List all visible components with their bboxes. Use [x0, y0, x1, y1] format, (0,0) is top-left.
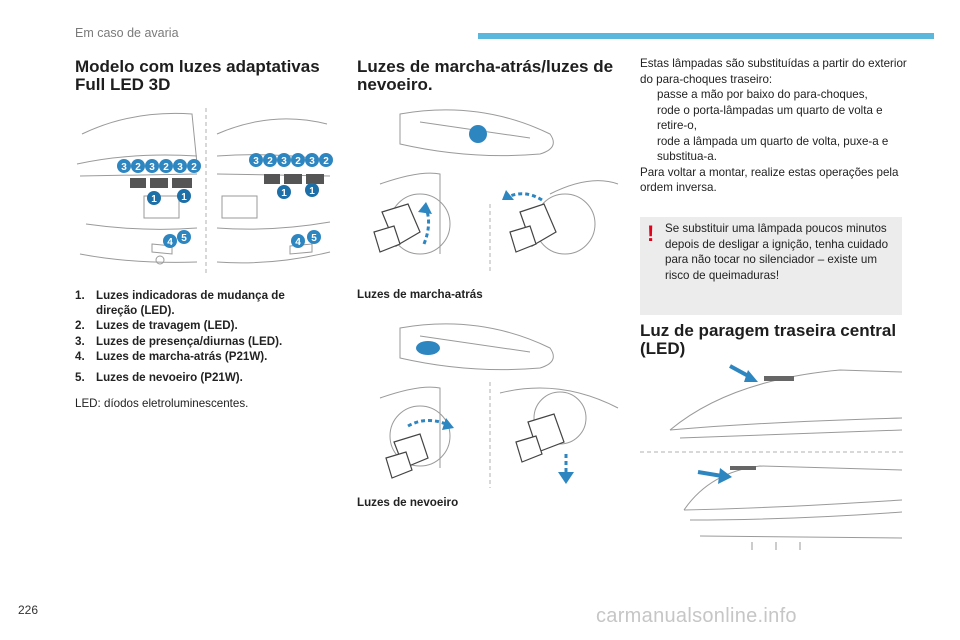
svg-text:2: 2 — [163, 162, 169, 173]
instructions-intro: Estas lâmpadas são substituídas a partir… — [640, 57, 907, 86]
caption-reverse-lights: Luzes de marcha-atrás — [357, 288, 483, 301]
svg-text:2: 2 — [323, 156, 329, 167]
badge-1: 1 — [147, 191, 161, 205]
bullet-icon — [640, 134, 657, 165]
legend-item: 4.Luzes de marcha-atrás (P21W). — [75, 349, 268, 363]
svg-text:3: 3 — [149, 162, 155, 173]
svg-text:3: 3 — [121, 162, 127, 173]
col3-title-line2: (LED) — [640, 339, 686, 358]
step-item: rode a lâmpada um quarto de volta, puxe-… — [640, 134, 908, 165]
badge-2: 2 — [263, 153, 277, 167]
svg-text:2: 2 — [295, 156, 301, 167]
legend-item: 2.Luzes de travagem (LED). — [75, 319, 238, 333]
svg-text:4: 4 — [167, 237, 173, 248]
badge-3: 3 — [249, 153, 263, 167]
col3-title: Luz de paragem traseira central (LED) — [640, 322, 920, 358]
col3-title-line1: Luz de paragem traseira central — [640, 321, 897, 340]
badge-1: 1 — [305, 183, 319, 197]
page-number: 226 — [18, 603, 39, 617]
svg-text:2: 2 — [191, 162, 197, 173]
col1-title-line1: Modelo com luzes adaptativas — [75, 57, 320, 76]
caption-fog-lights: Luzes de nevoeiro — [357, 496, 459, 509]
badge-4: 4 — [291, 234, 305, 248]
badge-4: 4 — [163, 234, 177, 248]
rear-lights-figure: 3 2 3 2 3 2 1 1 4 5 3 2 3 2 3 2 1 1 4 5 — [76, 108, 333, 274]
bullet-icon — [640, 103, 657, 134]
badge-3: 3 — [277, 153, 291, 167]
fog-light-figure — [379, 323, 619, 488]
badge-3: 3 — [305, 153, 319, 167]
svg-text:3: 3 — [281, 156, 287, 167]
step-item: rode o porta-lâmpadas um quarto de volta… — [640, 103, 908, 134]
legend-item: 3.Luzes de presença/diurnas (LED). — [75, 334, 283, 348]
step-item: passe a mão por baixo do para-choques, — [640, 87, 908, 103]
badge-5: 5 — [177, 230, 191, 244]
badge-1: 1 — [177, 189, 191, 203]
svg-text:5: 5 — [311, 233, 317, 244]
svg-text:1: 1 — [309, 186, 315, 197]
svg-text:4: 4 — [295, 237, 301, 248]
badge-2: 2 — [131, 159, 145, 173]
svg-text:3: 3 — [177, 162, 183, 173]
section-header-bar — [478, 33, 934, 39]
badge-5: 5 — [307, 230, 321, 244]
badge-2: 2 — [291, 153, 305, 167]
warning-text: Se substituir uma lâmpada poucos minutos… — [665, 222, 889, 282]
warning-box: ! Se substituir uma lâmpada poucos minut… — [640, 217, 902, 315]
badge-3: 3 — [117, 159, 131, 173]
svg-text:1: 1 — [151, 194, 157, 205]
central-brake-light-figure — [640, 364, 904, 550]
bullet-icon — [640, 87, 657, 103]
led-note: LED: díodos eletroluminescentes. — [75, 397, 249, 410]
svg-text:1: 1 — [181, 192, 187, 203]
svg-text:2: 2 — [267, 156, 273, 167]
svg-text:3: 3 — [253, 156, 259, 167]
section-header: Em caso de avaria — [75, 26, 179, 40]
warning-icon: ! — [647, 221, 655, 246]
badge-2: 2 — [187, 159, 201, 173]
instructions-outro: Para voltar a montar, realize estas oper… — [640, 165, 899, 195]
badge-3: 3 — [173, 159, 187, 173]
col1-title: Modelo com luzes adaptativas Full LED 3D — [75, 58, 325, 94]
lights-legend: 1.Luzes indicadoras de mudança de direçã… — [75, 288, 320, 385]
reverse-light-figure — [373, 109, 619, 274]
svg-text:3: 3 — [309, 156, 315, 167]
badge-2: 2 — [319, 153, 333, 167]
svg-text:5: 5 — [181, 233, 187, 244]
col2-title-line2: nevoeiro. — [357, 75, 433, 94]
col2-title: Luzes de marcha-atrás/luzes de nevoeiro. — [357, 58, 617, 94]
legend-item: 1.Luzes indicadoras de mudança de direçã… — [75, 289, 285, 318]
instructions: Estas lâmpadas são substituídas a partir… — [640, 56, 908, 196]
col2-title-line1: Luzes de marcha-atrás/luzes de — [357, 57, 614, 76]
badge-3: 3 — [145, 159, 159, 173]
figure-badges: 3 2 3 2 3 2 1 1 4 5 3 2 3 2 3 2 1 1 4 5 — [117, 153, 333, 248]
col1-title-line2: Full LED 3D — [75, 75, 171, 94]
watermark: carmanualsonline.info — [596, 605, 797, 627]
legend-item: 5.Luzes de nevoeiro (P21W). — [75, 371, 243, 385]
svg-text:2: 2 — [135, 162, 141, 173]
badge-1: 1 — [277, 185, 291, 199]
svg-text:1: 1 — [281, 188, 287, 199]
badge-2: 2 — [159, 159, 173, 173]
